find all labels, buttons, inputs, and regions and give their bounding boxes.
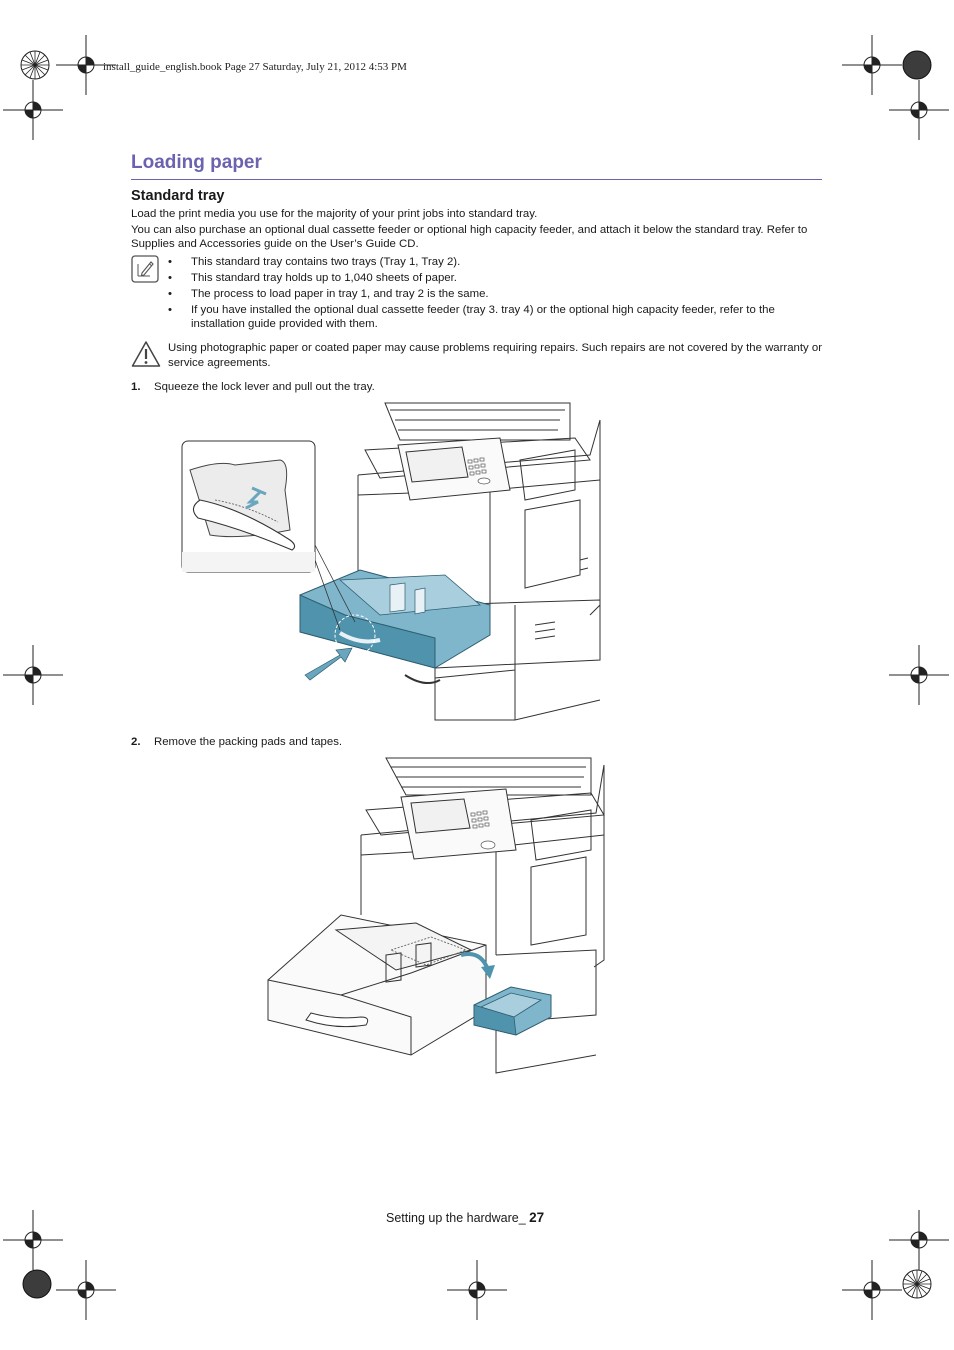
- note-pencil-icon: [131, 255, 159, 283]
- page-title: Loading paper: [131, 152, 262, 173]
- note-item-text: This standard tray holds up to 1,040 she…: [191, 272, 457, 284]
- intro-paragraph: Load the print media you use for the maj…: [131, 208, 538, 220]
- section-heading: Standard tray: [131, 188, 225, 204]
- bullet: •: [168, 256, 172, 268]
- note-item-text: This standard tray contains two trays (T…: [191, 256, 461, 268]
- crosshair-registration-mark: [56, 1260, 116, 1320]
- crosshair-registration-mark: [889, 1210, 949, 1270]
- bullet: •: [168, 288, 172, 300]
- book-header: install_guide_english.book Page 27 Satur…: [103, 61, 407, 73]
- crosshair-registration-mark: [56, 35, 116, 95]
- note-item: • The process to load paper in tray 1, an…: [162, 288, 824, 302]
- remove-packing-pads-illustration: [267, 757, 605, 1074]
- crosshair-registration-mark: [3, 645, 63, 705]
- note-list: • This standard tray contains two trays (…: [162, 256, 824, 334]
- gray-registration-mark: [22, 1269, 52, 1299]
- bullet: •: [168, 304, 172, 316]
- crosshair-registration-mark: [447, 1260, 507, 1320]
- note-item: • This standard tray holds up to 1,040 sh…: [162, 272, 824, 286]
- caution-text: Using photographic paper or coated paper…: [168, 342, 823, 369]
- warning-triangle-icon: [131, 341, 161, 367]
- gray-registration-mark: [902, 50, 932, 80]
- footer-label: Setting up the hardware_: [386, 1211, 526, 1225]
- color-registration-mark: [902, 1269, 932, 1299]
- crosshair-registration-mark: [889, 645, 949, 705]
- bullet: •: [168, 272, 172, 284]
- step-text: Squeeze the lock lever and pull out the …: [154, 381, 375, 393]
- step-number: 1.: [131, 381, 141, 393]
- crosshair-registration-mark: [3, 80, 63, 140]
- crosshair-registration-mark: [889, 80, 949, 140]
- title-rule: [131, 179, 822, 180]
- page-number: 27: [529, 1210, 545, 1225]
- step-number: 2.: [131, 736, 141, 748]
- color-registration-mark: [20, 50, 50, 80]
- pull-out-tray-illustration: [181, 402, 601, 721]
- page-footer: Setting up the hardware_ 27: [386, 1210, 544, 1225]
- crosshair-registration-mark: [842, 35, 902, 95]
- note-item-text: The process to load paper in tray 1, and…: [191, 288, 489, 300]
- note-item-text: If you have installed the optional dual …: [191, 304, 775, 330]
- crosshair-registration-mark: [842, 1260, 902, 1320]
- note-item: • This standard tray contains two trays (…: [162, 256, 824, 270]
- step-1: 1. Squeeze the lock lever and pull out th…: [131, 381, 375, 393]
- note-item: • If you have installed the optional dual…: [162, 304, 824, 331]
- optional-feeder-paragraph: You can also purchase an optional dual c…: [131, 224, 808, 250]
- step-text: Remove the packing pads and tapes.: [154, 736, 343, 748]
- step-2: 2. Remove the packing pads and tapes.: [131, 736, 342, 748]
- crosshair-registration-mark: [3, 1210, 63, 1270]
